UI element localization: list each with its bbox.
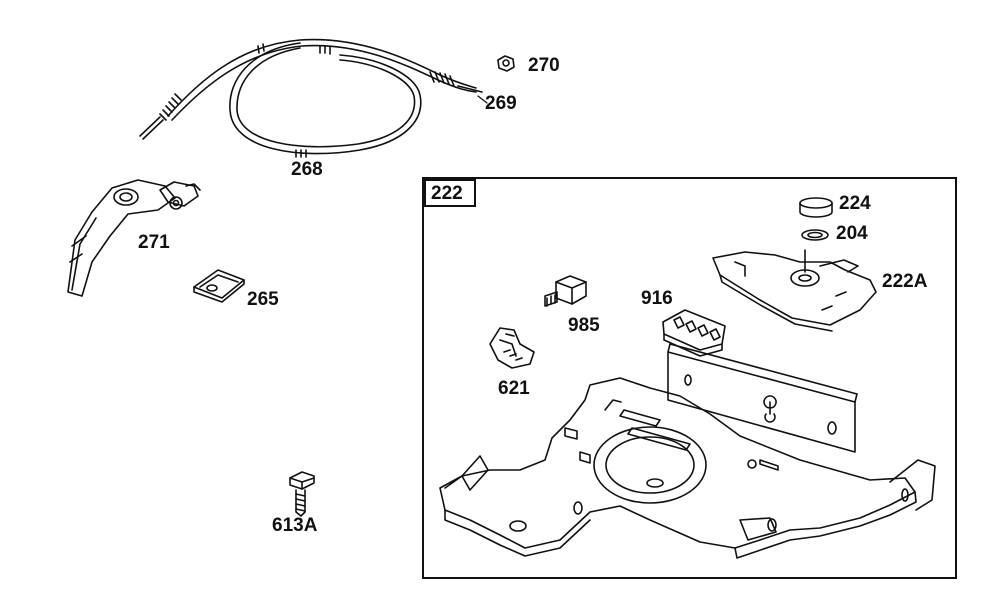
control-lever-part	[68, 180, 200, 296]
label-271: 271	[138, 232, 170, 253]
governor-lever-part	[713, 250, 876, 331]
label-222a: 222A	[882, 271, 928, 292]
washer-part	[802, 230, 828, 240]
grommet-part	[800, 198, 832, 217]
screw-part	[290, 472, 314, 516]
kit-label-box: 222	[424, 179, 476, 207]
base-plate-part	[440, 344, 935, 558]
cable-clip-part	[194, 270, 244, 302]
label-269: 269	[485, 93, 517, 114]
label-270: 270	[528, 55, 560, 76]
cable-assembly-part	[140, 40, 487, 157]
label-613a: 613A	[272, 515, 318, 536]
label-204: 204	[836, 223, 868, 244]
switch-part	[545, 276, 586, 306]
kit-frame	[422, 177, 957, 579]
label-916: 916	[641, 288, 673, 309]
label-621: 621	[498, 378, 530, 399]
label-224: 224	[839, 193, 871, 214]
clip-part	[490, 328, 534, 368]
terminal-block-part	[663, 310, 725, 356]
label-265: 265	[247, 289, 279, 310]
label-985: 985	[568, 315, 600, 336]
label-222: 222	[431, 183, 463, 204]
hex-nut-part	[498, 56, 514, 71]
label-268: 268	[291, 159, 323, 180]
